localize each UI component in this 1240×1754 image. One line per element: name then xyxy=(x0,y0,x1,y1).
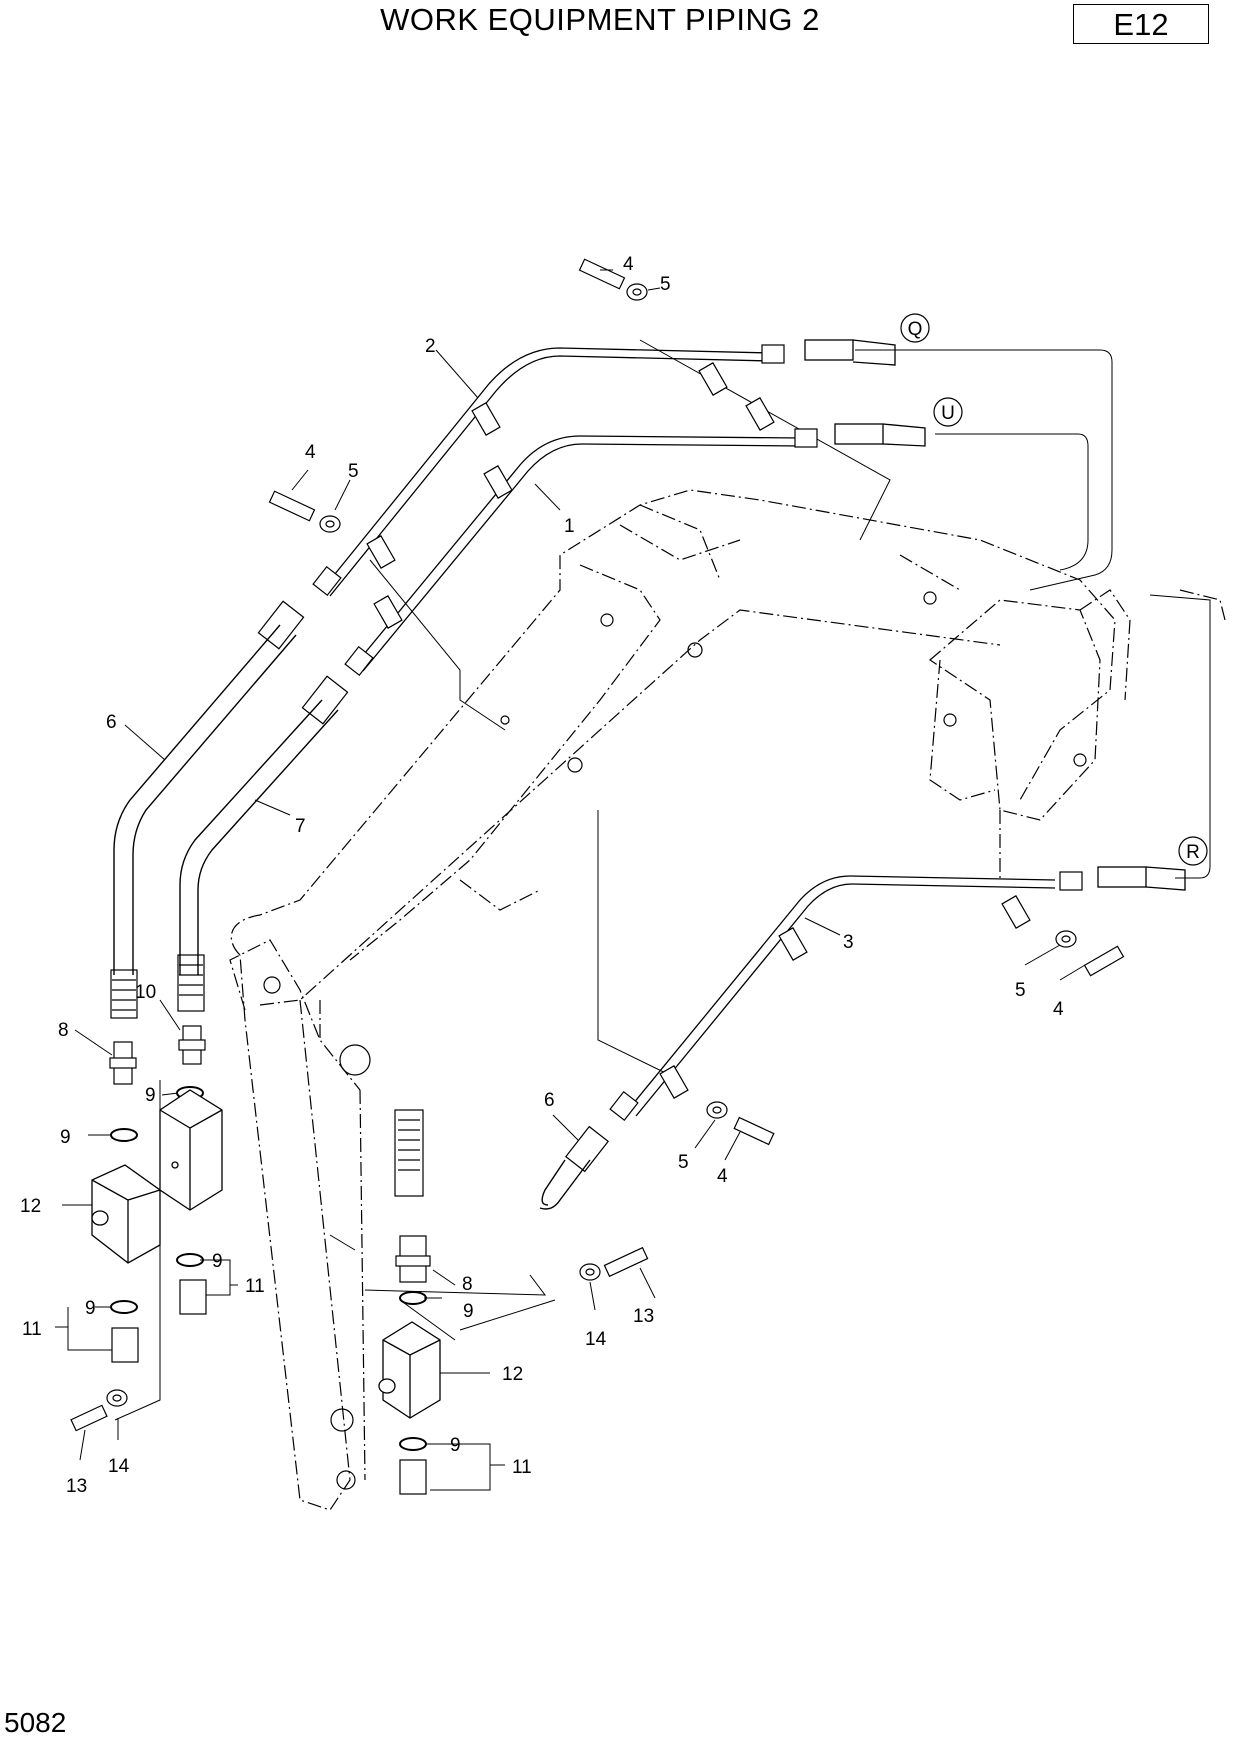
pipe-end-nuts xyxy=(312,344,1083,1122)
page-number: 5082 xyxy=(4,1707,67,1738)
washers xyxy=(106,283,1077,1407)
callout-9-d: 9 xyxy=(85,1298,96,1319)
reference-lines xyxy=(114,339,1211,1421)
valve-blocks xyxy=(91,1089,441,1419)
callout-5-right: 5 xyxy=(1015,980,1026,1001)
callout-9-f: 9 xyxy=(450,1435,461,1456)
callout-9-b: 9 xyxy=(60,1127,71,1148)
page-title: WORK EQUIPMENT PIPING 2 xyxy=(380,2,820,37)
bolts xyxy=(70,258,1125,1432)
callout-12-left: 12 xyxy=(20,1196,41,1217)
callout-11-a: 11 xyxy=(245,1276,265,1297)
callout-8-left: 8 xyxy=(58,1020,69,1041)
hose-7 xyxy=(179,699,339,975)
callout-7: 7 xyxy=(295,816,306,837)
callout-9-e: 9 xyxy=(463,1301,474,1322)
o-rings xyxy=(110,1086,427,1451)
clamp-brackets xyxy=(366,362,1031,1099)
callout-13-left: 13 xyxy=(66,1476,87,1497)
callout-q-label: Q xyxy=(908,319,923,340)
callout-5-top: 5 xyxy=(660,274,671,295)
callout-1: 1 xyxy=(564,516,575,537)
callout-6-left: 6 xyxy=(106,712,117,733)
callout-13-right: 13 xyxy=(633,1306,654,1327)
callout-3: 3 xyxy=(843,932,854,953)
boom-outline xyxy=(229,489,1226,1511)
boom-pins xyxy=(263,591,1087,1490)
callout-4-right: 4 xyxy=(1053,999,1064,1020)
callout-12-right: 12 xyxy=(502,1364,523,1385)
callout-9-a: 9 xyxy=(145,1085,156,1106)
callout-11-c: 11 xyxy=(512,1457,532,1478)
callout-14-left: 14 xyxy=(108,1456,130,1477)
pipe-2 xyxy=(321,347,771,597)
callout-11-b: 11 xyxy=(22,1319,42,1340)
callout-u-label: U xyxy=(941,403,955,424)
callout-4-top: 4 xyxy=(623,254,634,275)
callout-5-left: 5 xyxy=(348,461,359,482)
hose-6-right xyxy=(539,1159,591,1210)
callout-6-right: 6 xyxy=(544,1090,555,1111)
pipe-1 xyxy=(354,435,801,672)
hose-end-fittings xyxy=(110,600,609,1197)
callout-10: 10 xyxy=(135,982,156,1003)
callout-2: 2 xyxy=(425,336,436,357)
callout-4-bottom: 4 xyxy=(717,1166,728,1187)
adapters xyxy=(109,1025,431,1495)
callout-leaders xyxy=(55,269,1086,1491)
hose-stubs xyxy=(804,339,1186,891)
callout-5-bottom: 5 xyxy=(678,1152,689,1173)
callout-4-left: 4 xyxy=(305,442,316,463)
hose-6-left xyxy=(113,624,297,975)
callout-14-right: 14 xyxy=(585,1329,607,1350)
callout-9-c: 9 xyxy=(212,1251,223,1272)
callout-8-right: 8 xyxy=(462,1274,473,1295)
section-code-box: E12 xyxy=(1073,4,1209,44)
port-circles xyxy=(900,313,1208,866)
callout-r-label: R xyxy=(1186,842,1200,863)
pipe-3 xyxy=(627,875,1056,1117)
